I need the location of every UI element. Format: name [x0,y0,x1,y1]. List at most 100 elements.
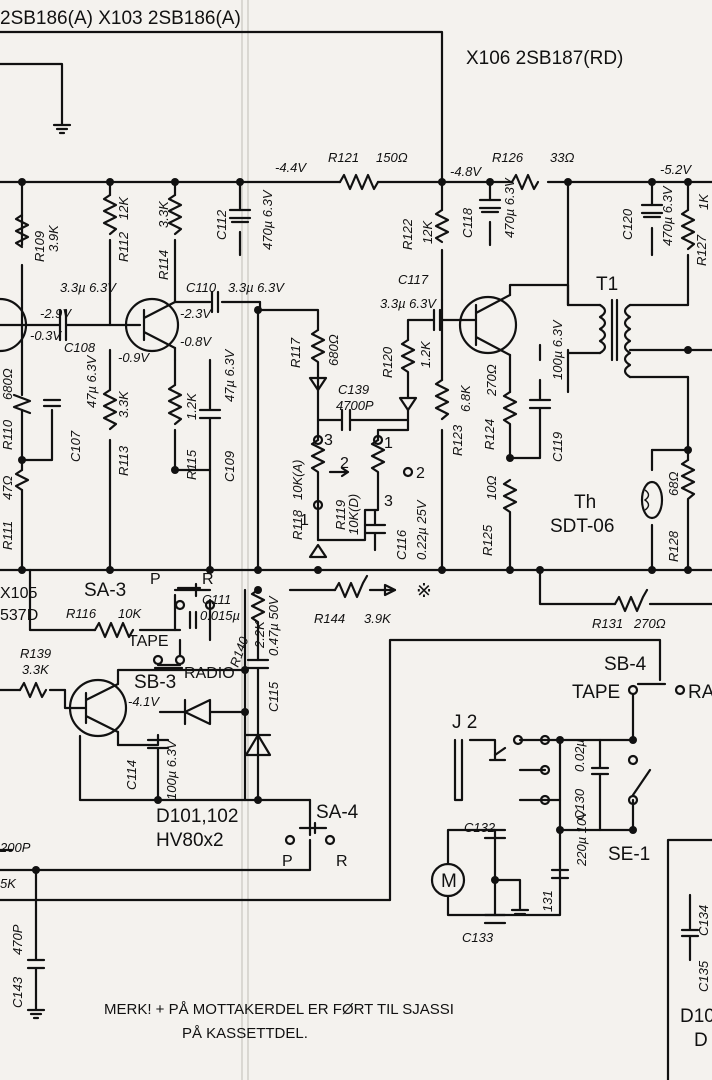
label-r118: R118 [290,509,305,540]
label-c110: C110 [186,280,217,295]
label-sa4-p: P [282,853,293,870]
label-r112: R112 [116,231,131,262]
label-diodes: D101,102 [156,806,238,827]
value-r120: 1.2K [418,340,433,368]
value-r113: 3.3K [116,390,131,418]
value-r126: 33Ω [550,150,574,165]
value-200p: 200P [0,840,31,855]
value-r109: 3.9K [46,224,61,252]
value-r144: 3.9K [364,611,392,626]
value-c131: 220µ 10V [574,809,589,867]
value-c118: 470µ 6.3V [502,177,517,238]
value-c130: 0.02µ [572,739,587,772]
label-c107: C107 [68,430,83,462]
label-sb3: SB-3 [134,672,176,693]
label-r124: R124 [482,419,497,450]
value-c119: 100µ 6.3V [550,319,565,380]
value-c115: 0.47µ 50V [266,595,281,656]
label-c115: C115 [266,681,281,712]
value-5k: 5K [0,876,17,891]
pin-2-r118: 2 [340,455,349,472]
label-r123: R123 [450,424,465,456]
voltage-x102-e: -0.3V [30,328,62,343]
label-c134: C134 [696,905,711,936]
value-c109: 47µ 6.3V [222,348,237,402]
label-th: Th [574,492,596,513]
label-r116: R116 [66,606,97,621]
value-r117: 680Ω [326,334,341,366]
label-r131: R131 [592,616,623,631]
label-c111: C111 [202,592,231,607]
label-d10-b: D [694,1030,708,1051]
labels: 2SB186(A) X103 2SB186(A) X106 2SB187(RD)… [0,8,712,1051]
paper-fold [241,0,249,1080]
pin-3-r118: 3 [324,432,333,449]
label-d10: D10 [680,1006,712,1027]
voltage-x103-e: -0.8V [180,334,212,349]
value-c120: 470µ 6.3V [660,185,675,246]
value-r121: 150Ω [376,150,408,165]
voltage-x105: -4.1V [128,694,160,709]
label-r127: R127 [694,234,709,266]
value-r111: 47Ω [0,476,15,500]
value-r112: 12K [116,196,131,220]
value-c139: 4700P [336,398,374,413]
value-c117: 3.3µ 6.3V [380,296,437,311]
label-c117: C117 [398,272,429,287]
label-r110: R110 [0,419,15,450]
label-r128: R128 [666,530,681,562]
label-sa3: SA-3 [84,580,126,601]
label-r144: R144 [314,611,345,626]
motor-symbol: M [441,871,457,892]
label-x103: 2SB186(A) X103 2SB186(A) [0,8,241,29]
label-c133: C133 [462,930,494,945]
label-c109: C109 [222,451,237,482]
note-line-1: MERK! + PÅ MOTTAKERDEL ER FØRT TIL SJASS… [104,1001,454,1018]
asterisk-mark: ※ [416,581,432,602]
value-r131: 270Ω [633,616,666,631]
label-r139: R139 [20,646,51,661]
label-t1: T1 [596,274,618,295]
label-sb4: SB-4 [604,654,647,675]
label-c119: C119 [550,432,565,462]
voltage-top-right: -5.2V [660,162,692,177]
label-x105-type: 537D [0,607,38,624]
label-r121: R121 [328,150,359,165]
value-r128: 68Ω [666,472,681,496]
label-se1: SE-1 [608,844,650,865]
label-c139: C139 [338,382,369,397]
label-x106: X106 2SB187(RD) [466,48,623,69]
label-r111: R111 [0,521,15,550]
label-r113: R113 [116,445,131,476]
label-c108: C108 [64,340,96,355]
junction-dots [18,178,692,884]
value-c112: 470µ 6.3V [260,189,275,250]
label-c118: C118 [460,207,475,238]
pin-1-r119: 1 [384,435,393,452]
label-c143: C143 [10,976,25,1008]
voltage-x103-c: -2.3V [180,306,212,321]
pin-1-r118: 1 [300,512,309,529]
label-c120: C120 [620,208,635,240]
label-c130: C130 [572,788,587,820]
label-sa3-p: P [150,571,161,588]
label-c131: 131 [540,890,555,912]
value-r140: 2.2K [252,620,267,649]
voltage-x103-b: -0.9V [118,350,150,365]
value-c116: 0.22µ 25V [414,499,429,560]
label-j2: J 2 [452,712,477,733]
label-tape-sb4: TAPE [572,682,620,703]
label-r115: R115 [184,449,199,480]
label-r122: R122 [400,218,415,250]
note-line-2: PÅ KASSETTDEL. [182,1025,308,1042]
label-sa3-r: R [202,571,214,588]
label-r126: R126 [492,150,524,165]
value-r127: 1K [696,193,711,210]
label-r109: R109 [32,231,47,262]
label-r117: R117 [288,337,303,368]
label-c135: C135 [696,960,711,992]
value-c110: 3.3µ 6.3V [228,280,285,295]
label-ra: RA [688,682,712,703]
label-r125: R125 [480,524,495,556]
